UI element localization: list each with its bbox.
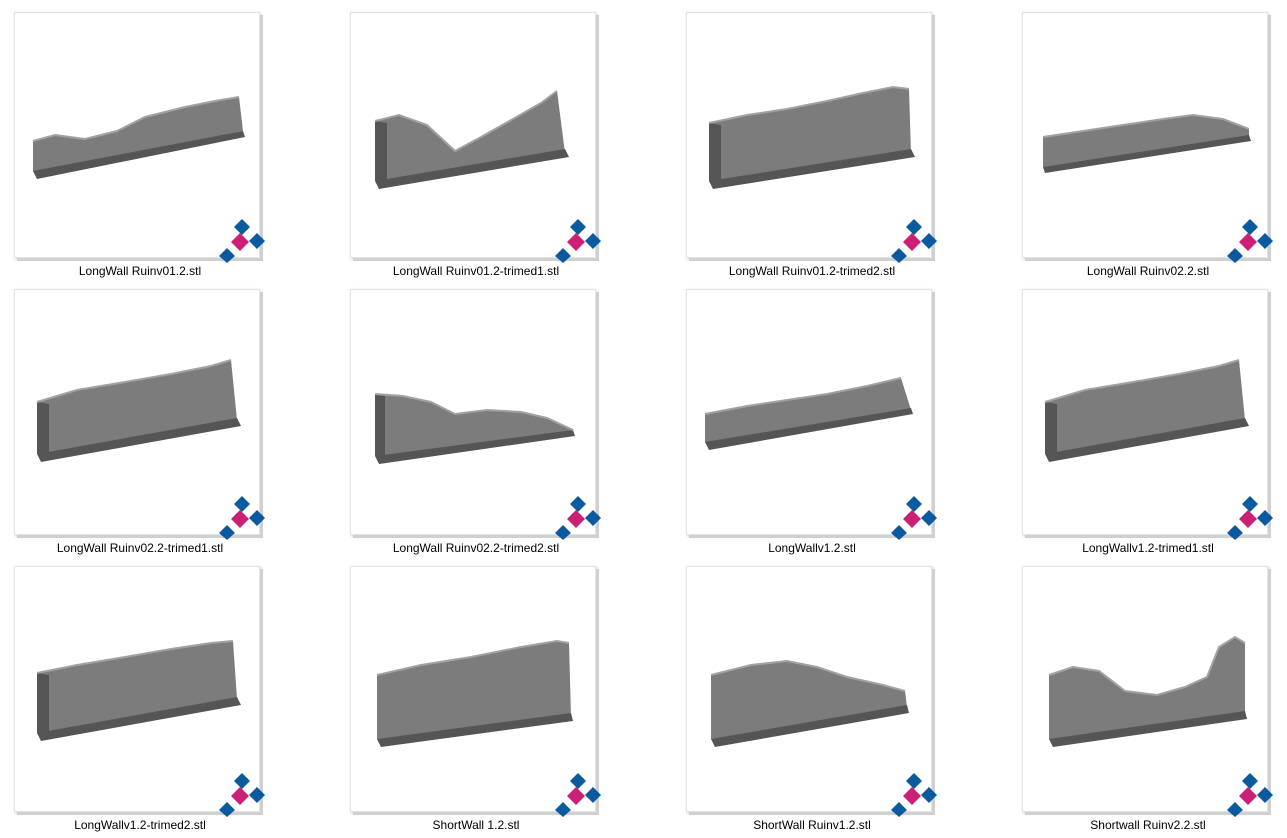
file-name: ShortWall Ruinv1.2.stl — [753, 818, 871, 832]
file-thumbnail — [1022, 566, 1273, 817]
file-name: LongWallv1.2.stl — [768, 541, 856, 555]
stl-file-icon — [891, 219, 937, 263]
stl-file-icon — [1227, 496, 1273, 540]
file-name: LongWall Ruinv01.2-trimed2.stl — [728, 264, 896, 278]
wall-model-preview — [1044, 359, 1249, 462]
file-item[interactable]: LongWallv1.2-trimed2.stl — [14, 566, 294, 834]
file-thumbnail — [350, 289, 601, 540]
file-thumbnail — [686, 289, 937, 540]
file-item[interactable]: LongWall Ruinv02.2-trimed2.stl — [350, 289, 630, 557]
stl-file-icon — [891, 496, 937, 540]
file-name: Shortwall Ruinv2.2.stl — [1090, 818, 1206, 832]
file-item[interactable]: Shortwall Ruinv2.2.stl — [1022, 566, 1287, 834]
stl-file-icon — [1227, 773, 1273, 817]
stl-file-icon — [219, 496, 265, 540]
file-item[interactable]: LongWall Ruinv01.2-trimed2.stl — [686, 12, 966, 280]
wall-model-preview — [710, 659, 909, 747]
wall-model-preview — [1042, 113, 1251, 173]
stl-file-icon — [219, 773, 265, 817]
wall-model-preview — [1048, 635, 1247, 747]
wall-model-preview — [376, 639, 573, 747]
file-thumbnail — [350, 12, 601, 263]
wall-model-preview — [36, 640, 241, 741]
file-item[interactable]: LongWallv1.2.stl — [686, 289, 966, 557]
file-thumbnail — [1022, 289, 1273, 540]
stl-file-icon — [219, 219, 265, 263]
file-item[interactable]: ShortWall 1.2.stl — [350, 566, 630, 834]
file-item[interactable]: ShortWall Ruinv1.2.stl — [686, 566, 966, 834]
wall-model-preview — [374, 393, 575, 464]
wall-model-preview — [36, 359, 241, 462]
file-item[interactable]: LongWallv1.2-trimed1.stl — [1022, 289, 1287, 557]
file-item[interactable]: LongWall Ruinv01.2-trimed1.stl — [350, 12, 630, 280]
file-item[interactable]: LongWall Ruinv01.2.stl — [14, 12, 294, 280]
wall-model-preview — [374, 90, 569, 189]
file-name: ShortWall 1.2.stl — [432, 818, 520, 832]
stl-file-icon — [555, 496, 601, 540]
wall-model-preview — [708, 85, 915, 189]
stl-file-icon — [555, 219, 601, 263]
wall-model-preview — [704, 377, 913, 450]
file-name: LongWall Ruinv01.2-trimed1.stl — [392, 264, 560, 278]
file-item[interactable]: LongWall Ruinv02.2.stl — [1022, 12, 1287, 280]
file-thumbnail — [686, 12, 937, 263]
file-name: LongWall Ruinv02.2-trimed2.stl — [392, 541, 560, 555]
file-thumbnail — [686, 566, 937, 817]
file-name: LongWall Ruinv02.2-trimed1.stl — [56, 541, 224, 555]
stl-file-icon — [555, 773, 601, 817]
file-thumbnail — [1022, 12, 1273, 263]
file-name: LongWallv1.2-trimed2.stl — [74, 818, 206, 832]
wall-model-preview — [32, 96, 245, 179]
file-thumbnail — [14, 289, 265, 540]
file-name: LongWall Ruinv01.2.stl — [78, 264, 202, 278]
file-thumbnail — [350, 566, 601, 817]
file-item[interactable]: LongWall Ruinv02.2-trimed1.stl — [14, 289, 294, 557]
stl-file-icon — [891, 773, 937, 817]
file-thumbnail — [14, 12, 265, 263]
file-name: LongWallv1.2-trimed1.stl — [1082, 541, 1214, 555]
file-thumbnail — [14, 566, 265, 817]
stl-file-icon — [1227, 219, 1273, 263]
file-name: LongWall Ruinv02.2.stl — [1086, 264, 1210, 278]
